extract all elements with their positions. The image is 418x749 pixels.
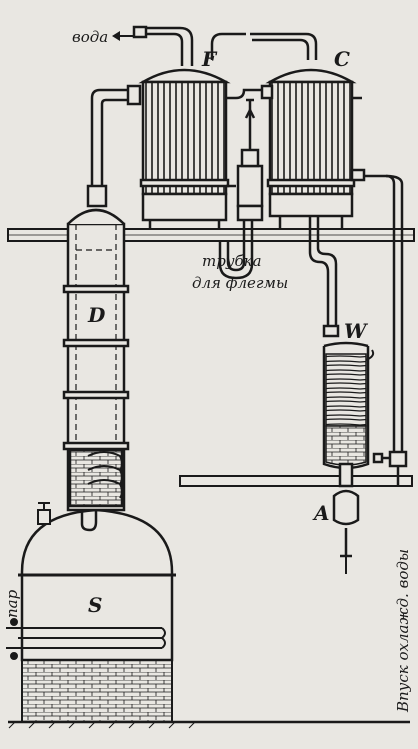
cooling-water-valve	[372, 450, 408, 486]
water-out-arrow-icon	[112, 31, 134, 41]
cooling-coil-tank	[322, 341, 375, 470]
floor-hatch	[8, 721, 196, 729]
condenser-f	[138, 68, 231, 229]
condenser-c	[265, 68, 357, 229]
label-condenser-f: F	[201, 47, 218, 71]
label-cooling-water-inlet: Впуск охлажд. воды	[394, 549, 412, 713]
pipe-c-to-coil	[308, 216, 340, 338]
separator-a	[332, 462, 360, 574]
label-water-out: вода	[72, 28, 108, 46]
label-phlegm-tube-2: для флегмы	[192, 274, 288, 292]
water-outlet-pipe	[132, 25, 194, 66]
column-bubble-caps	[87, 451, 123, 499]
phlegm-return-tube	[218, 220, 254, 280]
brick-base	[21, 659, 173, 723]
vapour-pipe-to-f	[90, 84, 142, 186]
label-separator-a: A	[312, 501, 330, 525]
column-drain-tube	[80, 510, 98, 532]
label-steam: пар	[3, 589, 21, 618]
label-still-s: S	[88, 593, 102, 617]
lower-support-beam	[179, 475, 413, 487]
condenser-side-pipes	[226, 84, 404, 452]
pipe-f-to-c	[210, 32, 318, 60]
label-coil-w: W	[344, 319, 369, 343]
distillation-column	[62, 184, 130, 512]
label-condenser-c: C	[334, 47, 350, 71]
phlegm-separator	[236, 98, 264, 222]
still-vessel	[18, 508, 176, 662]
steam-inlet-pipes	[6, 618, 22, 660]
label-column-d: D	[87, 303, 106, 327]
still-top-valve	[37, 502, 51, 525]
label-phlegm-tube-1: трубка	[202, 252, 262, 270]
